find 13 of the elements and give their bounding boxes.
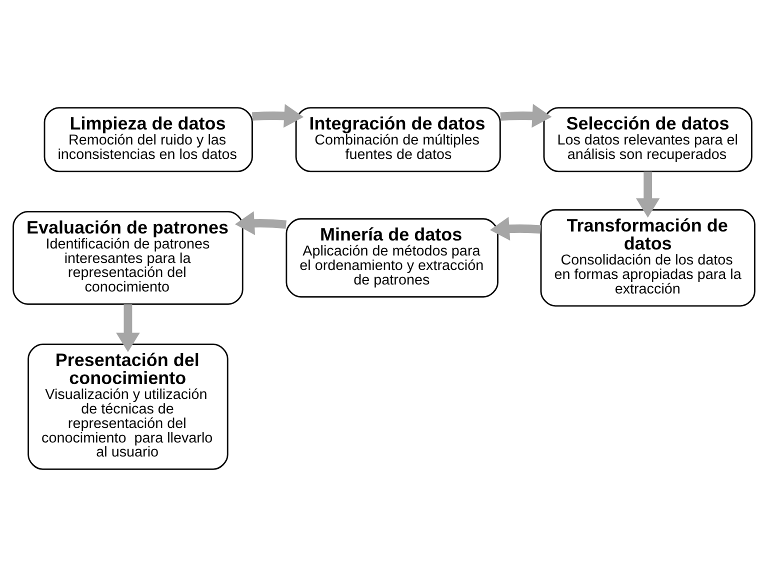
arrow <box>234 211 287 236</box>
arrow <box>252 104 304 128</box>
node-box: Integración de datos Combinación de múltiples fuentes de datos <box>295 107 501 172</box>
node-box: Limpieza de datos Remoción del ruido y las inconsistencias en los datos <box>44 107 253 172</box>
node-box: Minería de datos Aplicación de métodos para el ordenamiento y extracción de patrones <box>286 218 498 298</box>
node-box: Transformación de datos Consolidación de los datos en formas apropiadas para la extracción <box>540 209 756 307</box>
arrow <box>500 104 552 128</box>
arrow <box>490 216 541 241</box>
arrow <box>116 304 140 352</box>
node-box: Presentación del conocimiento Visualización y utilización de técnicas de representación del conocimiento para llevarlo al usuario <box>28 344 228 470</box>
node-box: Selección de datos Los datos relevantes para el análisis son recuperados <box>543 107 752 172</box>
node-box: Evaluación de patrones Identificación de patrones interesantes para la representación del conocimiento <box>12 210 244 305</box>
arrow <box>636 172 660 218</box>
